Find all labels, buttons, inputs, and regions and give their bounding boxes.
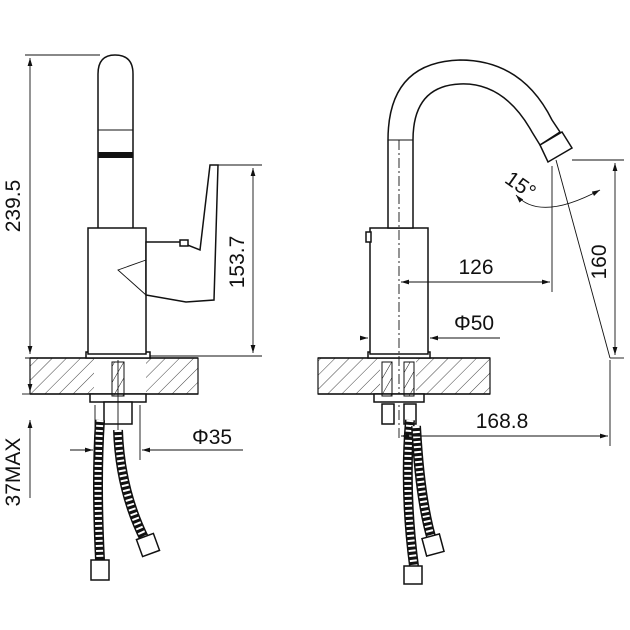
body-block-left <box>87 227 147 355</box>
dim-body-diameter: Φ50 <box>454 312 494 335</box>
spout-tip <box>539 130 574 164</box>
side-view: 239.5 153.7 37MAX Φ35 <box>2 54 262 581</box>
dim-spout-height: 160 <box>588 244 611 279</box>
dim-hole-diameter: Φ35 <box>192 426 232 449</box>
dim-overall-reach: 168.8 <box>476 410 529 433</box>
mounting-nut-right <box>373 393 425 403</box>
dim-handle-height: 153.7 <box>226 236 249 289</box>
dim-spout-angle: 15° <box>501 167 540 204</box>
dim-total-height: 239.5 <box>2 180 25 233</box>
hose-left-2 <box>113 429 150 543</box>
handle-left <box>145 164 219 303</box>
dim-max-thickness: 37MAX <box>2 438 25 507</box>
dim-spout-reach: 126 <box>458 256 493 279</box>
gooseneck-spout <box>387 59 562 229</box>
front-view: 126 Φ50 160 15° 168.8 <box>317 59 624 585</box>
aerator-left <box>98 152 133 158</box>
